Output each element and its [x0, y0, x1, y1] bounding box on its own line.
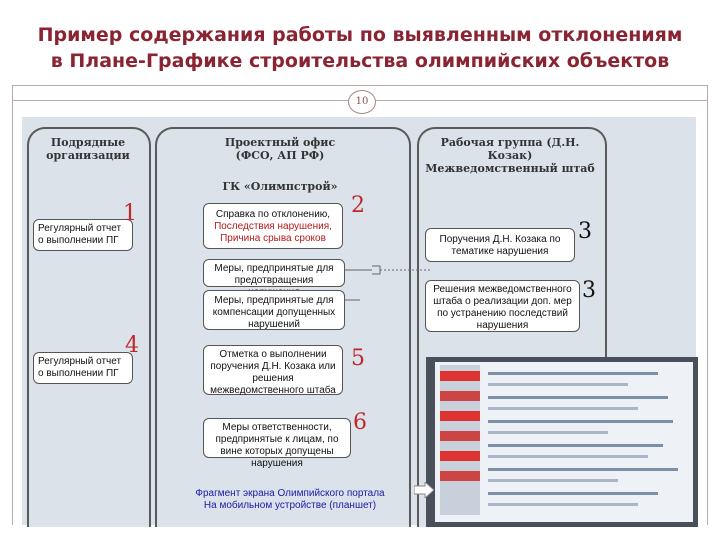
box-prevention-measures: Меры, предпринятые для предотвращения на… [203, 259, 345, 298]
box-compensation-measures: Меры, предпринятые для компенсации допущ… [203, 290, 345, 330]
step-number-2: 2 [351, 193, 365, 218]
column-header-working-group: Рабочая группа (Д.Н. Козак) Межведомстве… [425, 136, 595, 175]
column-header-project-office: Проектный офис (ФСО, АП РФ) [224, 136, 336, 162]
step-number-1: 1 [123, 201, 137, 226]
step-number-3b: 3 [582, 278, 596, 303]
step-number-5: 5 [351, 346, 365, 371]
arrow-right-icon [414, 482, 434, 498]
deviation-report-consequences: Последствия нарушения, Причина срыва сро… [214, 221, 332, 244]
tablet-screen-content [488, 368, 684, 506]
box-kozak-orders: Поручения Д.Н. Козака по тематике наруше… [425, 228, 575, 262]
connector-bracket [372, 265, 381, 275]
slide-title: Пример содержания работы по выявленным о… [30, 22, 690, 74]
box-deviation-report: Справка по отклонению, Последствия наруш… [203, 203, 343, 249]
frame-left [12, 85, 13, 525]
column-header-contractors: Подрядные организации [46, 136, 130, 162]
photo-caption-line1: Фрагмент экрана Олимпийского портала [195, 488, 385, 499]
column-contractors [27, 127, 151, 527]
box-responsibility-measures: Меры ответственности, предпринятые к лиц… [203, 418, 351, 469]
page-number: 10 [348, 90, 376, 114]
step-number-6: 6 [353, 410, 367, 435]
divider-top [12, 85, 708, 86]
box-regular-report-1: Регулярный отчет о выполнении ПГ [33, 219, 133, 251]
step-number-4: 4 [125, 333, 139, 358]
box-completion-mark: Отметка о выполнении поручения Д.Н. Коза… [203, 345, 343, 396]
box-regular-report-4: Регулярный отчет о выполнении ПГ [33, 352, 133, 384]
box-hq-decisions: Решения межведомственного штаба о реализ… [425, 280, 580, 332]
frame-right [707, 85, 708, 525]
column-subheader-olympstroy: ГК «Олимпстрой» [222, 180, 338, 193]
photo-caption-line2: На мобильном устройстве (планшет) [203, 500, 377, 511]
tablet-screen-sidebar [440, 365, 480, 515]
step-number-3a: 3 [578, 219, 592, 244]
slide-title-line1: Пример содержания работы по выявленным о… [37, 24, 683, 46]
slide-title-line2: в Плане-Графике строительства олимпийски… [50, 50, 670, 72]
photo-caption: Фрагмент экрана Олимпийского портала На … [170, 488, 410, 512]
deviation-report-title: Справка по отклонению, [215, 209, 331, 220]
